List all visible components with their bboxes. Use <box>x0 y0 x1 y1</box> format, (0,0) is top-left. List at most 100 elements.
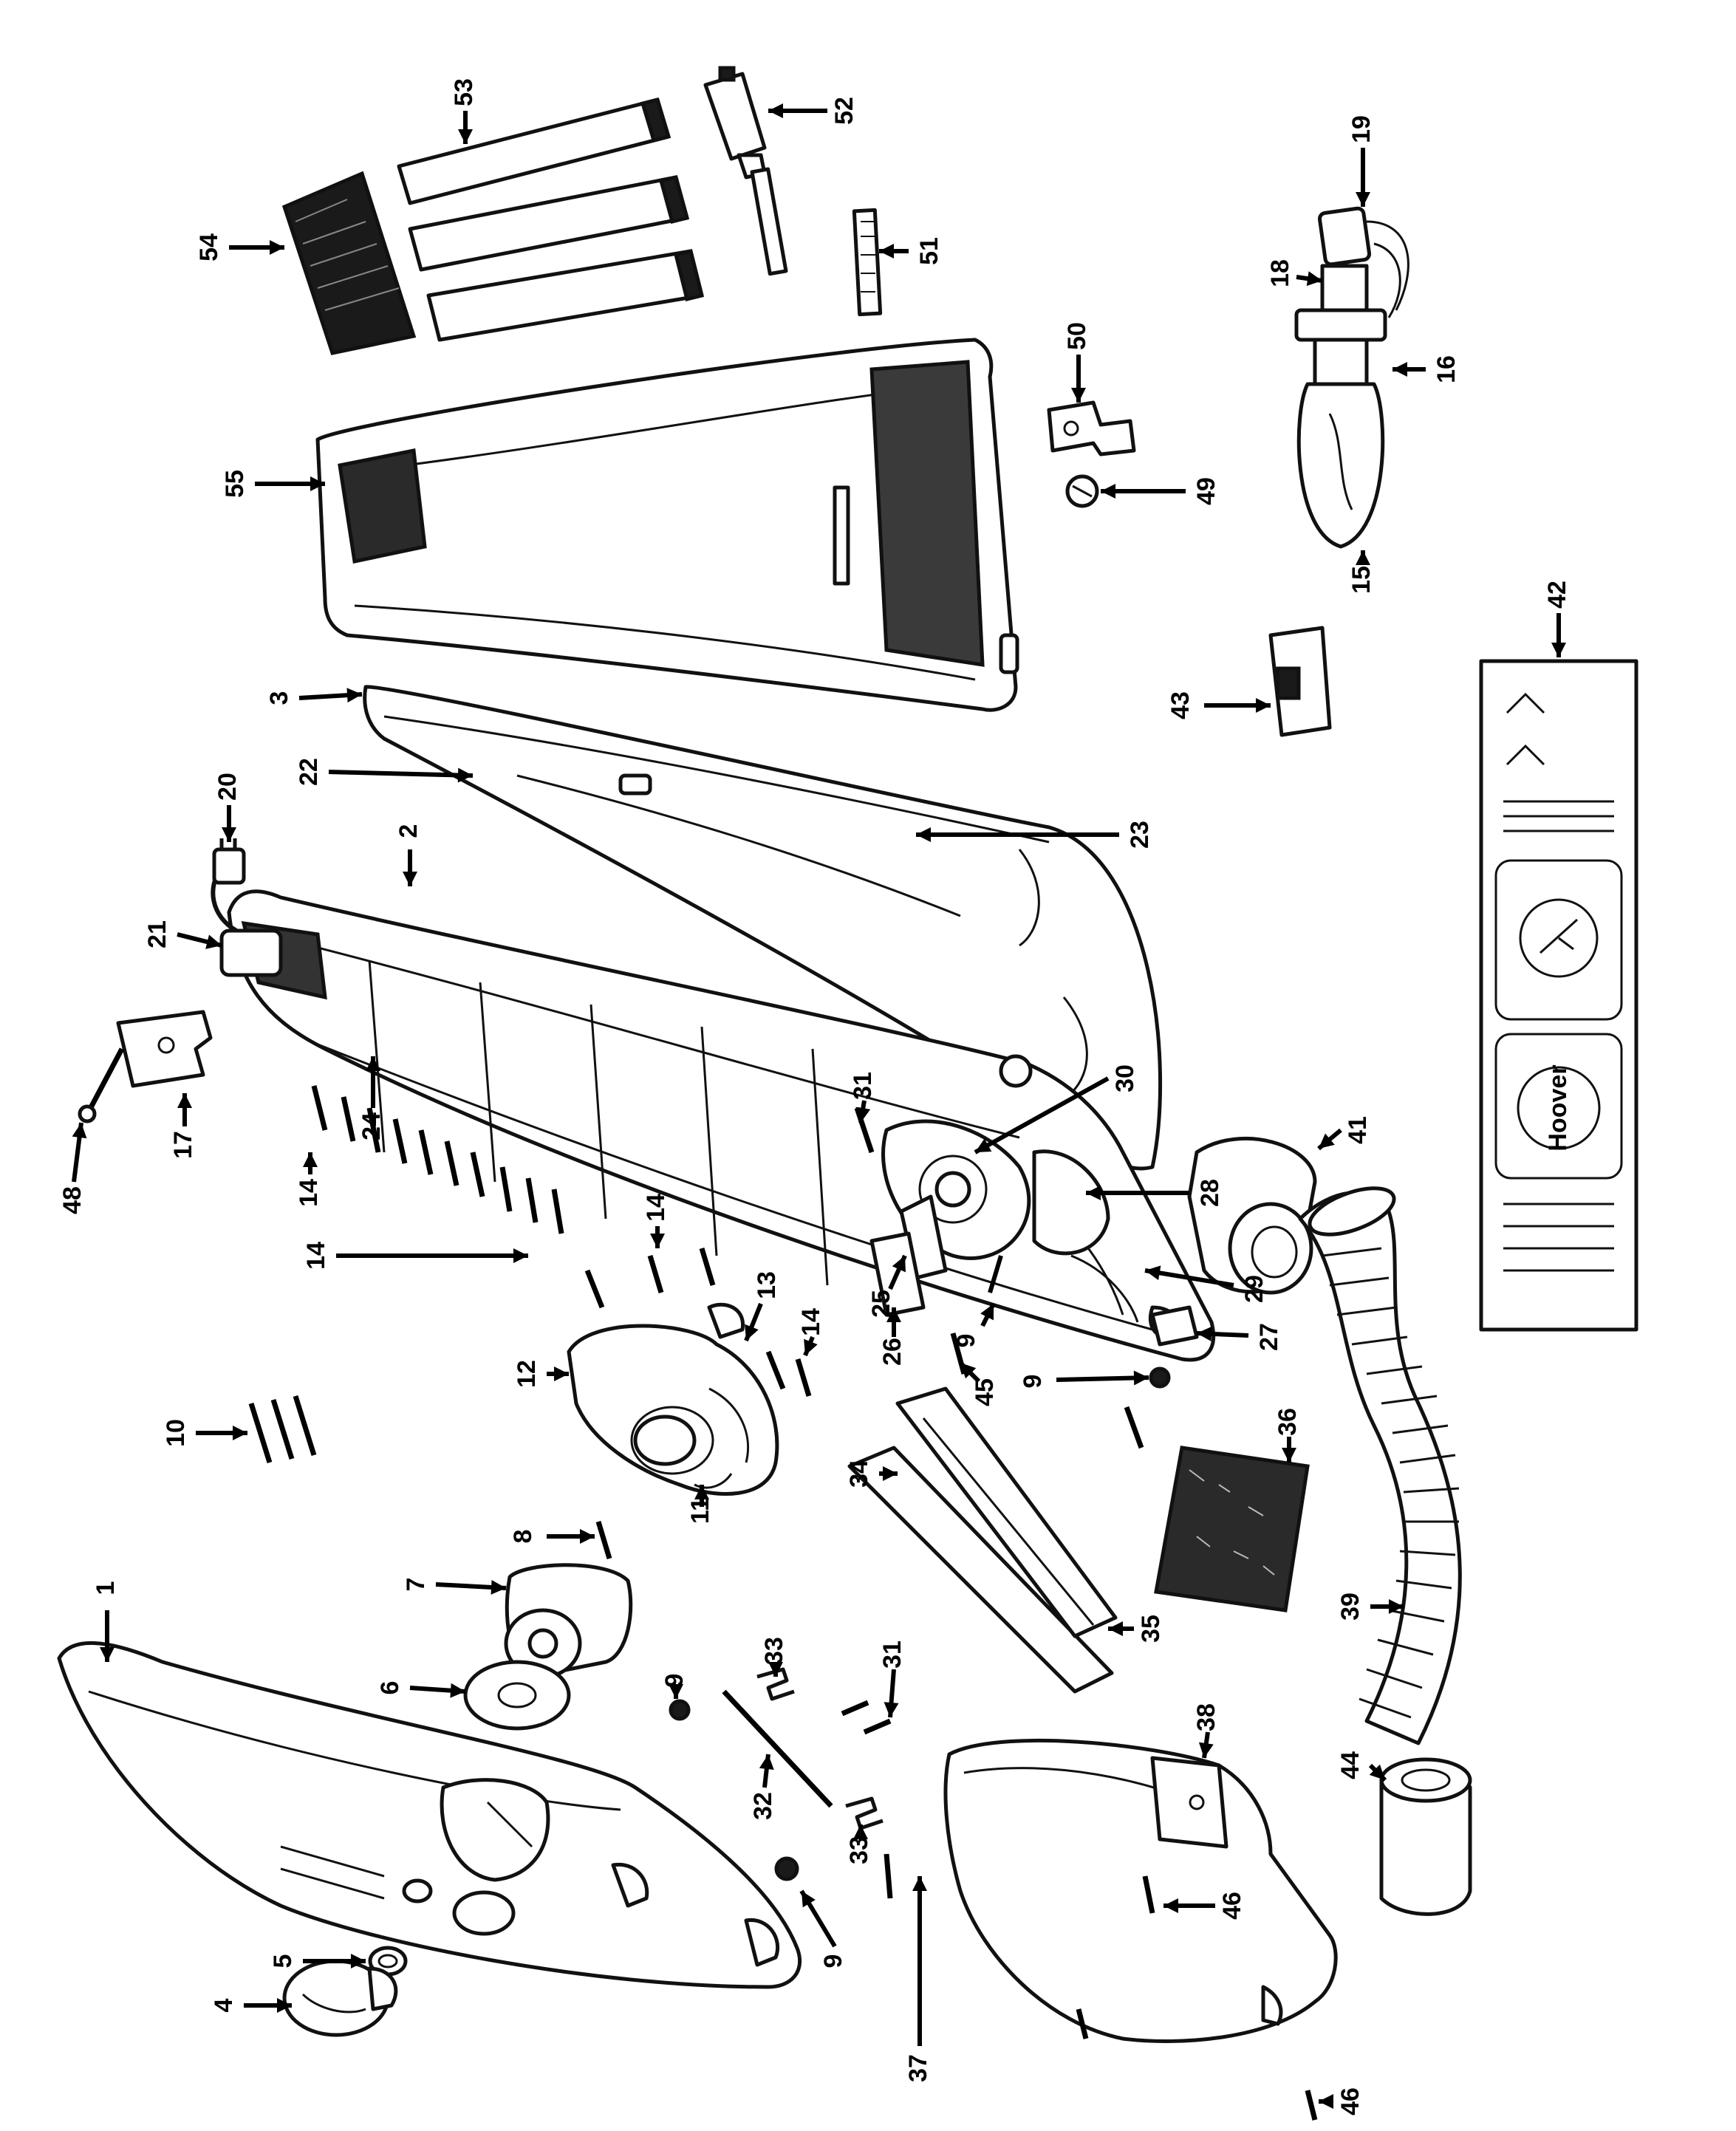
callout-c26-arrowhead <box>886 1307 901 1322</box>
part-9-nut-left-upper <box>669 1699 691 1721</box>
callout-number-c33a: 33 <box>760 1637 788 1665</box>
part-32-rod <box>722 1689 833 1808</box>
callout-number-c44: 44 <box>1336 1751 1364 1779</box>
part-33-clip-lower <box>845 1796 884 1830</box>
callout-c19-arrowhead <box>1356 192 1370 207</box>
part-screw-right <box>1124 1406 1144 1449</box>
part-46-screw-lower <box>1305 2090 1318 2121</box>
callout-c4-arrowhead <box>277 1998 292 2013</box>
callout-c14c-arrowhead <box>303 1152 318 1167</box>
callout-number-c14d: 14 <box>302 1242 330 1270</box>
callout-number-c8: 8 <box>509 1530 537 1544</box>
callout-number-c21: 21 <box>143 920 171 948</box>
callout-c30-leader-line <box>974 1076 1110 1155</box>
callout-leaders <box>72 103 1566 2109</box>
callout-number-c33b: 33 <box>845 1836 873 1864</box>
part-11-fan-housing-seal <box>694 1473 733 1489</box>
part-17-plate <box>116 1010 213 1088</box>
callout-number-c14c: 14 <box>295 1179 323 1207</box>
callout-c35-arrowhead <box>1108 1621 1123 1636</box>
callout-labels: 1234567899991011121314141414151617181920… <box>58 78 1571 2115</box>
brand-logo-text: Hoover <box>1544 1064 1572 1151</box>
part-49-nut <box>1065 474 1099 508</box>
callout-number-c27: 27 <box>1255 1323 1283 1351</box>
callout-c23-arrowhead <box>916 827 931 842</box>
part-16-lamp-socket <box>1294 308 1387 386</box>
callout-number-c9a: 9 <box>660 1674 688 1688</box>
part-41-exhaust-cuff <box>1187 1136 1317 1295</box>
callout-number-c9d: 9 <box>1019 1375 1047 1389</box>
callout-c12-arrowhead <box>554 1366 569 1381</box>
callout-number-c14b: 14 <box>797 1308 825 1336</box>
part-37-screws <box>884 1853 1089 2039</box>
part-18-socket-clip <box>1320 264 1369 312</box>
callout-number-c9b: 9 <box>819 1954 847 1968</box>
callout-c41-arrowhead <box>1319 1133 1335 1149</box>
callout-number-c19: 19 <box>1347 115 1376 143</box>
callout-number-c50: 50 <box>1063 322 1091 350</box>
callout-c54-arrowhead <box>270 240 284 255</box>
callout-c39-arrowhead <box>1389 1599 1404 1614</box>
part-9-screw-housing <box>988 1255 1003 1293</box>
callout-c16-arrowhead <box>1392 362 1407 377</box>
part-20-cord <box>211 838 246 933</box>
part-9-nut-left-lower <box>774 1856 799 1881</box>
part-42-label-panel: Hoover <box>1479 659 1638 1332</box>
callout-number-c38: 38 <box>1192 1703 1220 1731</box>
part-43-switch <box>1268 626 1332 737</box>
callout-c53-arrowhead <box>458 129 473 144</box>
callout-c3-arrowhead <box>346 688 362 703</box>
callout-c42-arrowhead <box>1551 643 1566 657</box>
part-1-front-housing <box>57 1641 802 1989</box>
callout-c45-arrowhead <box>960 1363 977 1379</box>
part-21-cord-strain-relief <box>219 928 283 977</box>
callout-number-c23: 23 <box>1126 821 1154 849</box>
callout-c13-arrowhead <box>745 1324 759 1341</box>
callout-c9d-arrowhead <box>1133 1370 1149 1386</box>
callout-number-c13: 13 <box>753 1271 781 1299</box>
part-39-hose <box>1298 1186 1462 1745</box>
callout-c9a-arrowhead <box>669 1684 683 1699</box>
callout-number-c12: 12 <box>513 1360 541 1388</box>
callout-number-c46a: 46 <box>1218 1892 1246 1920</box>
callout-number-c52: 52 <box>830 97 858 125</box>
callout-number-c24: 24 <box>358 1112 386 1140</box>
callout-number-c4: 4 <box>210 1998 238 2012</box>
callout-number-c55: 55 <box>221 470 249 498</box>
callout-c46a-arrowhead <box>1163 1898 1178 1913</box>
callout-number-c1: 1 <box>92 1581 120 1595</box>
callout-c44-arrowhead <box>1369 1764 1385 1780</box>
callout-number-c35: 35 <box>1137 1615 1165 1643</box>
callout-c36-arrowhead <box>1282 1448 1296 1463</box>
callout-c38-arrowhead <box>1198 1742 1214 1758</box>
callout-c52-arrowhead <box>768 103 783 118</box>
callout-c34-arrowhead <box>883 1466 898 1481</box>
callout-c9b-arrowhead <box>802 1891 816 1908</box>
callout-c11-arrowhead <box>694 1485 709 1499</box>
callout-c28-arrowhead <box>1086 1186 1101 1200</box>
callout-number-c31a: 31 <box>849 1072 877 1100</box>
callout-number-c51: 51 <box>915 237 943 265</box>
callout-c1-arrowhead <box>100 1647 115 1662</box>
callout-c29-arrowhead <box>1145 1265 1161 1281</box>
part-46-screw-upper <box>1142 1875 1155 1914</box>
callout-c46b-arrowhead <box>1319 2094 1333 2109</box>
part-51-terminal-strip <box>852 208 883 317</box>
part-30-motor <box>934 1171 971 1208</box>
callout-c33b-arrowhead <box>853 1824 868 1839</box>
callout-number-c54: 54 <box>195 233 223 261</box>
callout-number-c6: 6 <box>376 1681 404 1695</box>
callout-number-c17: 17 <box>169 1131 197 1159</box>
callout-number-c25: 25 <box>867 1290 895 1318</box>
callout-number-c28: 28 <box>1196 1179 1224 1207</box>
callout-number-c22: 22 <box>295 758 323 786</box>
callout-c20-arrowhead <box>222 827 236 842</box>
part-10-pins <box>248 1395 317 1464</box>
callout-number-c45: 45 <box>971 1378 999 1406</box>
callout-number-c49: 49 <box>1192 477 1220 505</box>
part-13-fan-housing-tab <box>707 1302 745 1339</box>
callout-c30-arrowhead <box>975 1138 992 1152</box>
callout-c50-arrowhead <box>1071 388 1086 403</box>
callout-number-c46b: 46 <box>1336 2087 1364 2115</box>
part-9-nut-right <box>1149 1366 1171 1389</box>
